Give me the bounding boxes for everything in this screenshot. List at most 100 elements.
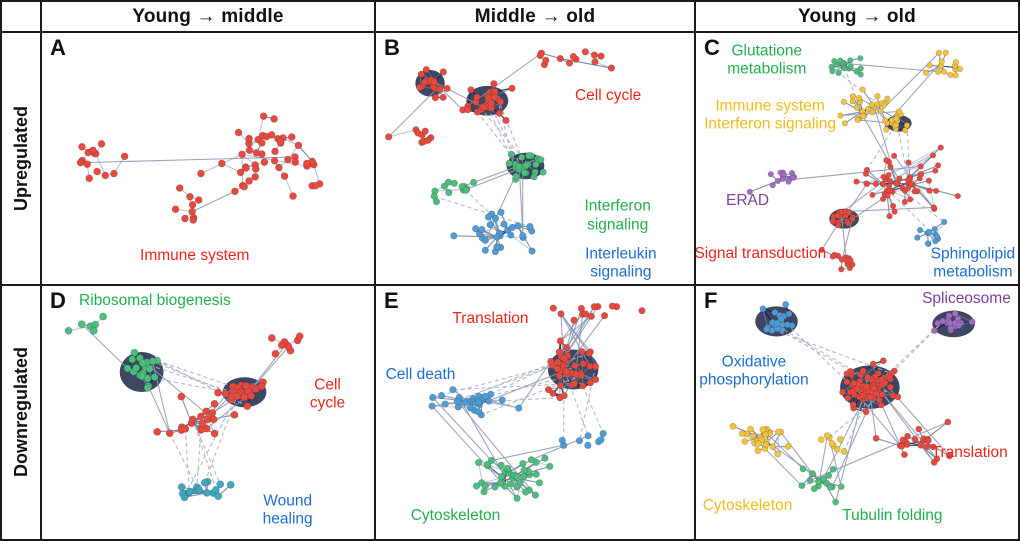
network-node — [208, 409, 217, 417]
network-node — [834, 212, 841, 219]
network-node — [847, 57, 854, 64]
network-node — [439, 93, 447, 101]
network-node — [886, 213, 893, 220]
network-node — [889, 202, 897, 210]
network-node — [536, 51, 544, 60]
network-node — [869, 109, 876, 116]
network-node — [857, 55, 864, 62]
network-node — [497, 461, 505, 469]
network-node — [853, 178, 860, 185]
network-node — [872, 180, 879, 187]
network-node — [901, 451, 908, 458]
network-node — [884, 192, 891, 199]
network-node — [874, 93, 881, 100]
network-node — [165, 429, 174, 438]
network-node — [922, 69, 930, 76]
network-node — [926, 229, 933, 236]
network-node — [430, 78, 438, 86]
network-node — [832, 498, 840, 506]
network-node — [236, 168, 245, 177]
nodes-layer — [76, 112, 324, 224]
network-node — [527, 456, 535, 464]
nodes-layer — [385, 48, 616, 256]
network-node — [493, 233, 501, 241]
network-node — [887, 383, 894, 391]
network-node — [806, 477, 814, 484]
network-node — [123, 364, 132, 373]
network-node — [549, 304, 557, 312]
network-node — [763, 326, 771, 333]
network-node — [539, 168, 547, 176]
row-header-upregulated-label: Upregulated — [10, 105, 31, 211]
network-node — [243, 402, 252, 411]
network-node — [939, 317, 947, 325]
network-node — [439, 68, 447, 76]
network-node — [532, 160, 540, 169]
network-node — [908, 180, 915, 187]
network-node — [607, 64, 616, 72]
network-node — [931, 327, 938, 334]
network-node — [444, 178, 453, 186]
network-node — [579, 360, 588, 368]
network-node — [197, 169, 205, 178]
network-node — [835, 69, 842, 77]
cluster-label: Cell death — [385, 365, 456, 383]
network-node — [799, 465, 807, 473]
network-node — [490, 80, 498, 88]
network-node — [924, 437, 932, 444]
network-node — [76, 158, 85, 167]
network-node — [956, 65, 964, 73]
cluster-label: Cytoskeleton — [702, 496, 793, 514]
network-node — [777, 315, 785, 323]
network-graph-middle-old-downregulated — [428, 302, 646, 502]
row-header-downregulated: Downregulated — [2, 286, 42, 539]
network-node — [478, 225, 486, 234]
network-node — [862, 408, 870, 416]
network-node — [853, 68, 860, 75]
network-node — [153, 427, 162, 436]
network-node — [188, 415, 197, 424]
network-node — [926, 187, 933, 194]
row-header-upregulated: Upregulated — [2, 33, 42, 286]
network-node — [422, 66, 430, 74]
cluster-label: Cell cycle — [574, 86, 642, 104]
network-node — [171, 205, 180, 214]
network-node — [526, 222, 534, 231]
network-node — [450, 232, 458, 240]
network-node — [78, 143, 86, 151]
network-node — [877, 107, 884, 115]
network-node — [148, 357, 157, 366]
network-node — [294, 141, 303, 150]
network-node — [884, 95, 891, 102]
network-node — [483, 460, 491, 469]
network-node — [894, 393, 902, 401]
network-node — [487, 456, 495, 465]
network-node — [558, 436, 566, 444]
network-node — [587, 312, 595, 320]
network-node — [231, 187, 239, 196]
network-node — [850, 379, 858, 387]
network-node — [955, 322, 963, 329]
network-graph-middle-old-upregulated — [385, 48, 616, 256]
network-node — [198, 419, 207, 428]
network-node — [441, 400, 449, 408]
network-node — [270, 115, 278, 123]
network-node — [762, 431, 769, 438]
network-node — [475, 459, 483, 467]
network-node — [833, 445, 841, 453]
network-node — [608, 302, 617, 310]
network-node — [577, 304, 586, 313]
cluster-label: Glutatione metabolism — [727, 42, 807, 78]
network-node — [931, 225, 938, 233]
network-node — [93, 167, 101, 176]
network-node — [924, 240, 931, 247]
network-node — [878, 376, 885, 384]
network-node — [823, 479, 830, 487]
network-node — [258, 139, 266, 147]
network-node — [835, 222, 842, 229]
network-node — [560, 354, 568, 362]
network-node — [773, 319, 781, 327]
network-node — [546, 462, 554, 470]
panel-letter: B — [384, 35, 400, 60]
network-node — [242, 382, 251, 390]
